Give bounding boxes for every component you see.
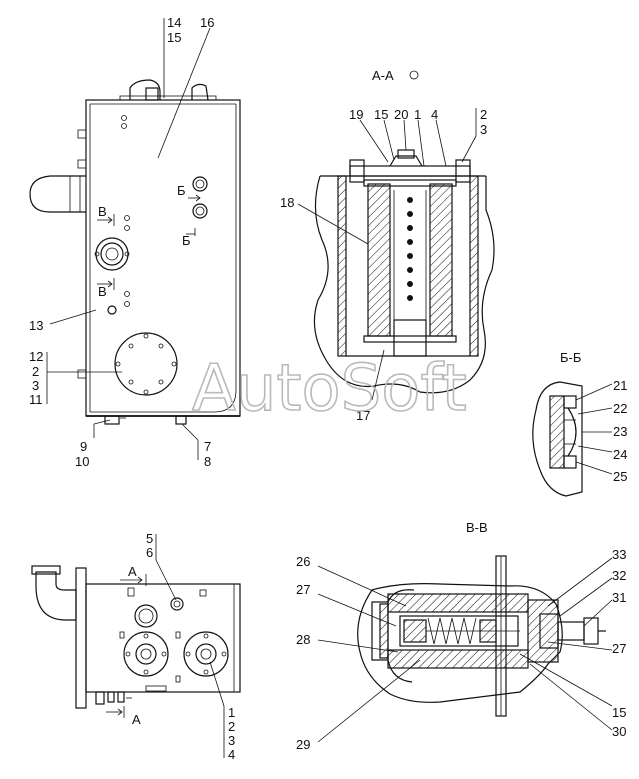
valve-flange xyxy=(94,237,130,271)
sight-glass-upper xyxy=(192,176,208,192)
inspection-cover xyxy=(114,332,178,396)
section-vv-title: В-В xyxy=(466,520,488,535)
callout-33: 33 xyxy=(612,547,626,562)
callout-31: 31 xyxy=(612,590,626,605)
section-mark-b-lower: Б xyxy=(182,233,191,248)
callout-10: 10 xyxy=(75,454,89,469)
section-mark-v-upper: В xyxy=(98,204,107,219)
callout-30: 30 xyxy=(612,724,626,739)
callout-16: 16 xyxy=(200,15,214,30)
section-aa-title: А-А xyxy=(372,68,394,83)
callout-1: 1 xyxy=(228,705,235,720)
callout-3: 3 xyxy=(32,378,39,393)
callout-27: 27 xyxy=(296,582,310,597)
callout-21: 21 xyxy=(613,378,627,393)
callout-15: 15 xyxy=(374,107,388,122)
side-view-body xyxy=(85,583,241,693)
pump-flange-right xyxy=(183,631,229,677)
callout-25: 25 xyxy=(613,469,627,484)
bottom-fitting-right xyxy=(175,415,187,425)
callout-23: 23 xyxy=(613,424,627,439)
side-view: А А 5 6 1 2 3 4 xyxy=(31,531,241,762)
rotation-mark xyxy=(409,70,419,80)
front-view: Б Б В В xyxy=(29,15,241,469)
callout-24: 24 xyxy=(613,447,627,462)
callout-3: 3 xyxy=(228,733,235,748)
callout-2: 2 xyxy=(228,719,235,734)
callout-4: 4 xyxy=(228,747,235,762)
pump-flange-left xyxy=(123,631,169,677)
callout-6: 6 xyxy=(146,545,153,560)
watermark: AutoSoft xyxy=(192,352,467,426)
callout-22: 22 xyxy=(613,401,627,416)
callout-5: 5 xyxy=(146,531,153,546)
sight-glass-lower xyxy=(192,203,208,219)
callout-12: 12 xyxy=(29,349,43,364)
filler-neck xyxy=(119,79,217,101)
section-mark-a-upper: А xyxy=(128,564,137,579)
callout-4: 4 xyxy=(431,107,438,122)
callout-15: 15 xyxy=(612,705,626,720)
callout-9: 9 xyxy=(80,439,87,454)
callout-8: 8 xyxy=(204,454,211,469)
callout-7: 7 xyxy=(204,439,211,454)
section-mark-v-lower: В xyxy=(98,284,107,299)
section-vv: В-В 26 xyxy=(296,520,626,752)
section-bb: Б-Б 21 22 23 24 25 xyxy=(532,350,627,497)
callout-2: 2 xyxy=(32,364,39,379)
section-mark-b-upper: Б xyxy=(177,183,186,198)
callout-28: 28 xyxy=(296,632,310,647)
section-bb-title: Б-Б xyxy=(560,350,581,365)
bottom-fitting-left xyxy=(104,415,120,425)
callout-32: 32 xyxy=(612,568,626,583)
callout-17: 17 xyxy=(356,408,370,423)
outlet-pipe xyxy=(29,175,86,213)
callout-11: 11 xyxy=(29,392,43,407)
callout-29: 29 xyxy=(296,737,310,752)
section-mark-a-lower: А xyxy=(132,712,141,727)
callout-3: 3 xyxy=(480,122,487,137)
callout-2: 2 xyxy=(480,107,487,122)
callout-18: 18 xyxy=(280,195,294,210)
callout-1: 1 xyxy=(414,107,421,122)
drain-plug xyxy=(107,305,117,315)
callout-27-right: 27 xyxy=(612,641,626,656)
callout-26: 26 xyxy=(296,554,310,569)
callout-14: 14 xyxy=(167,15,181,30)
callout-13: 13 xyxy=(29,318,43,333)
callout-20: 20 xyxy=(394,107,408,122)
section-aa: А-А xyxy=(280,68,495,423)
callout-19: 19 xyxy=(349,107,363,122)
callout-15: 15 xyxy=(167,30,181,45)
filter-element xyxy=(363,179,457,357)
